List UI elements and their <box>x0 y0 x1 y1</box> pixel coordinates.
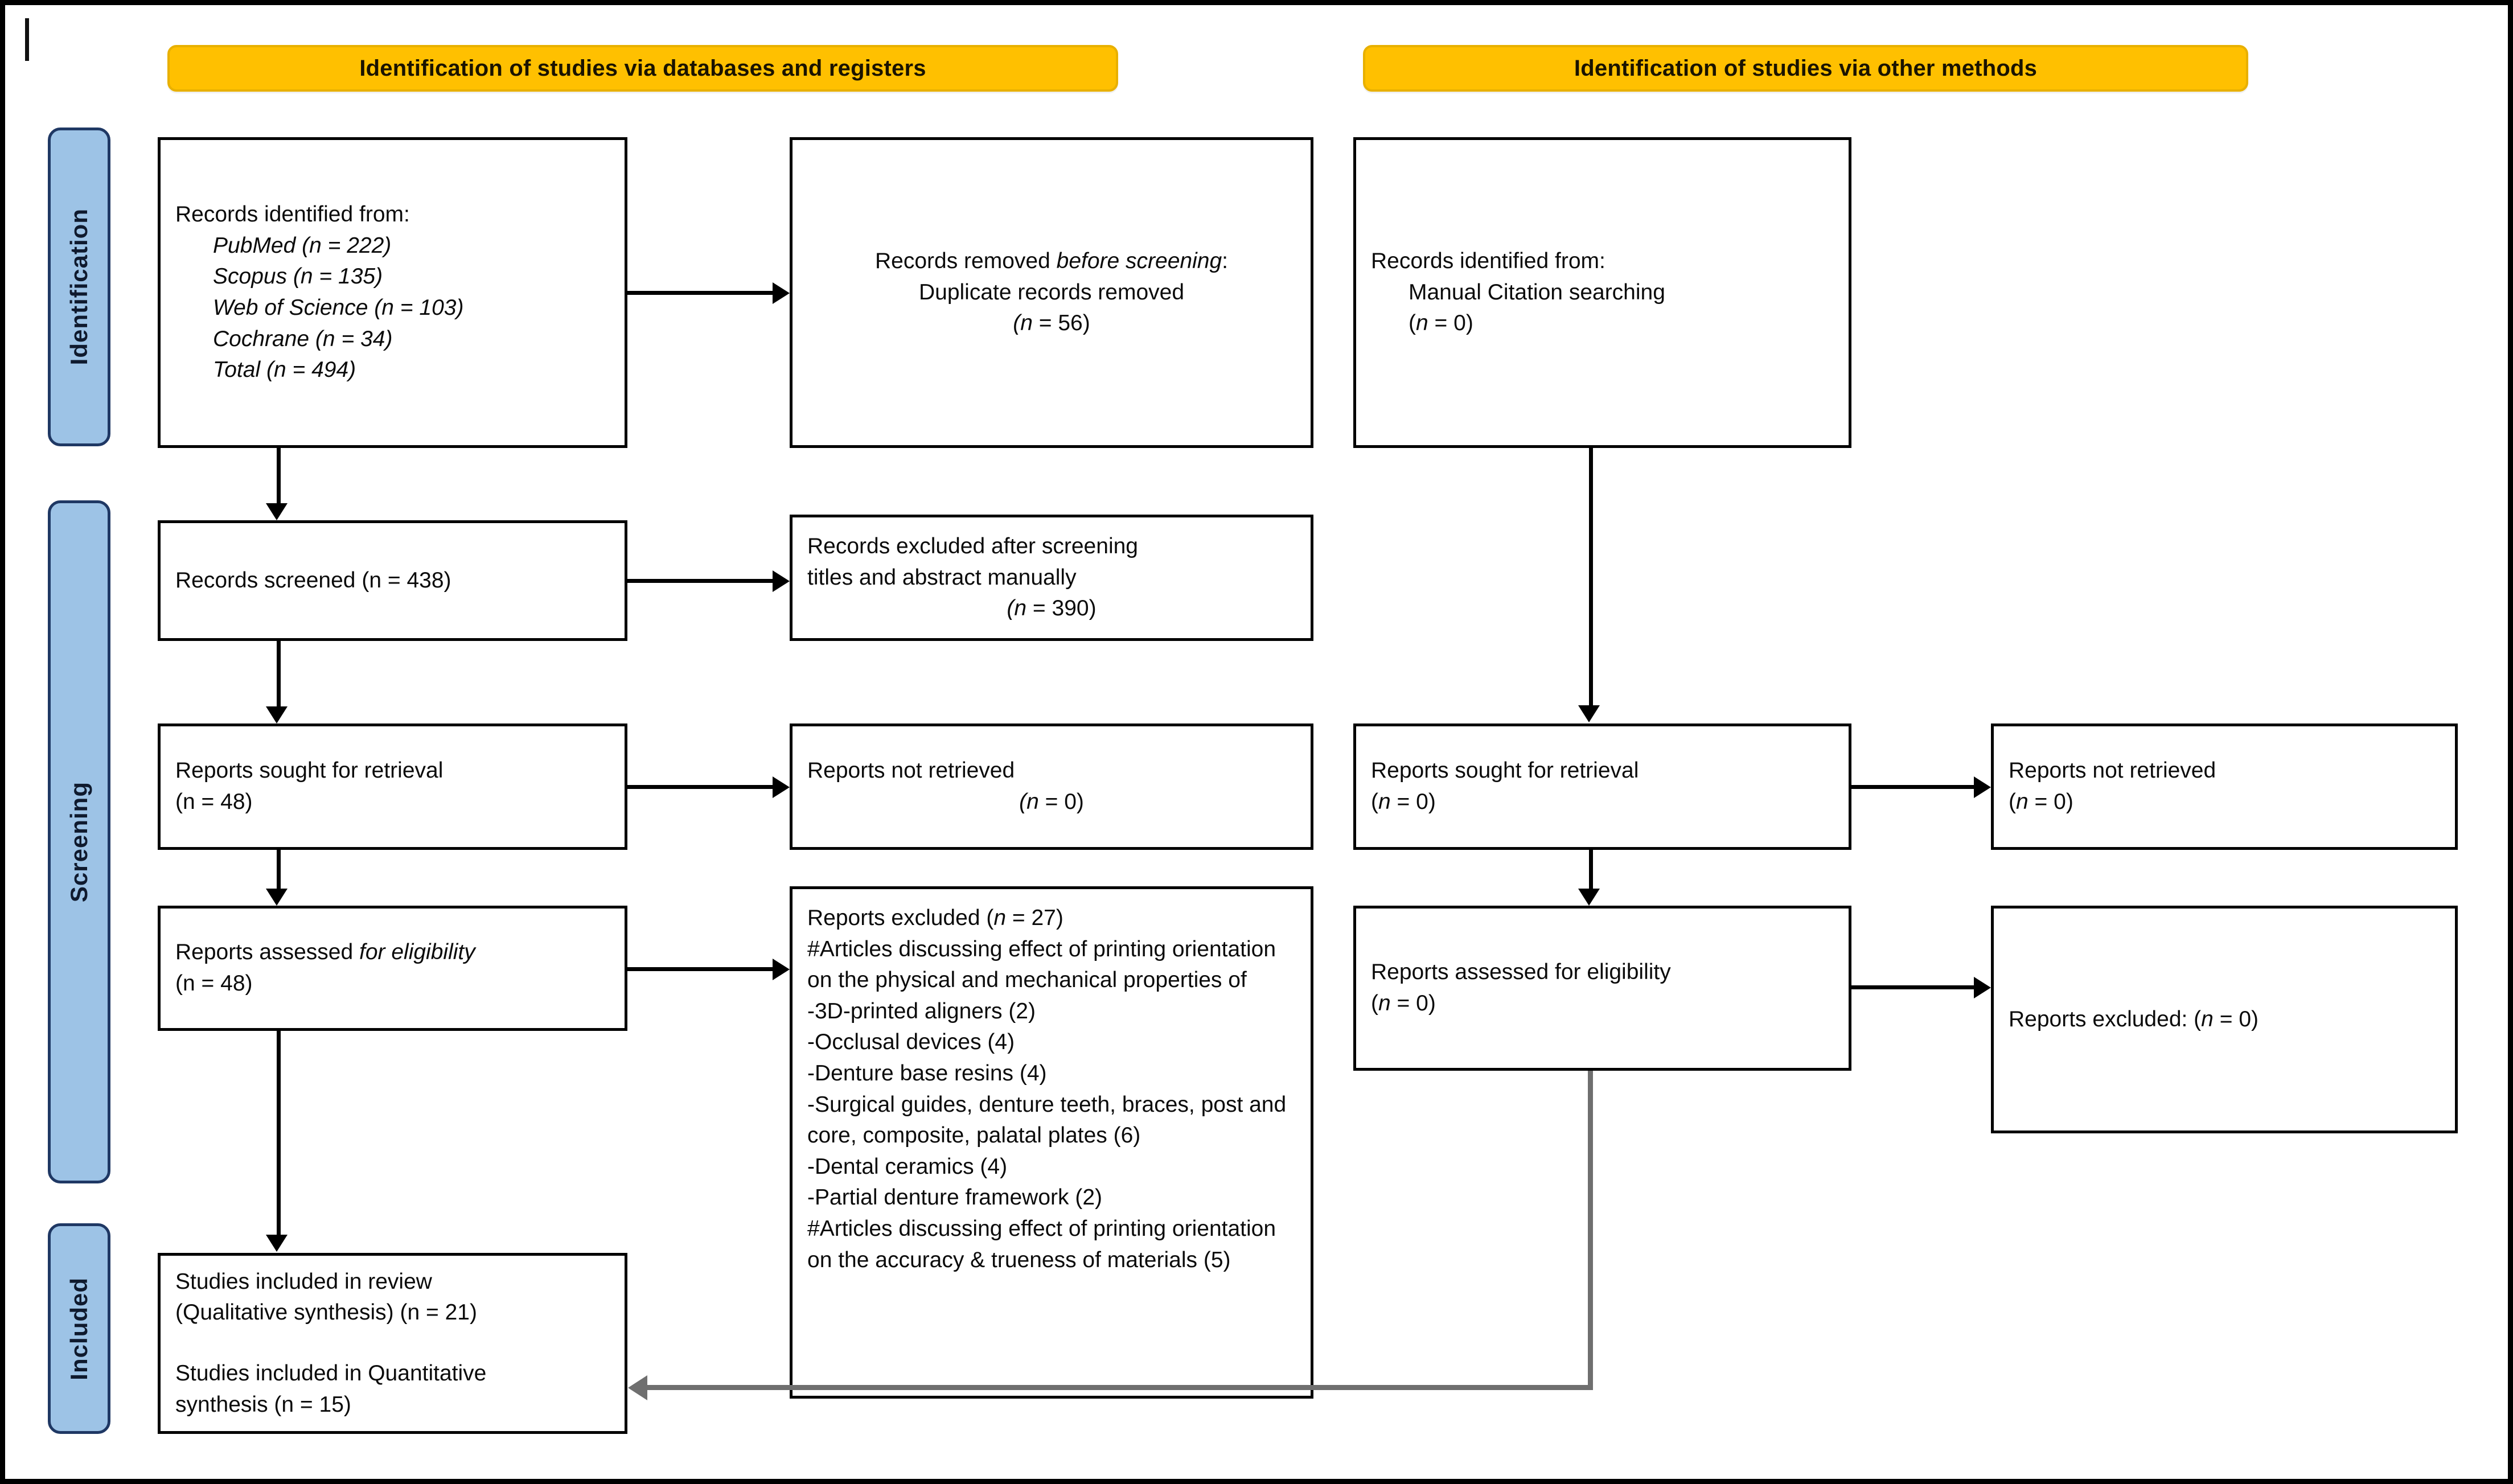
excluded-item-occlusal-devices: -Occlusal devices (4) <box>807 1030 1015 1055</box>
arrowhead-screened-to-excluded <box>773 570 790 592</box>
studies-included-line1: Studies included in review <box>175 1269 432 1294</box>
connector-right-identified-to-sought <box>1589 448 1593 705</box>
arrowhead-right-assessed-to-excluded <box>1974 977 1991 998</box>
records-excluded-line3: (n = 390) <box>1007 596 1097 621</box>
studies-included-line2: (Qualitative synthesis) (n = 21) <box>175 1300 477 1325</box>
right-source-manual-citation: Manual Citation searching <box>1409 279 1665 305</box>
connector-identified-to-screened <box>277 448 281 503</box>
box-reports-sought-right: Reports sought for retrieval (n = 0) <box>1353 723 1851 850</box>
box-studies-included: Studies included in review (Qualitative … <box>158 1253 627 1434</box>
arrowhead-right-sought-to-not-retrieved <box>1974 776 1991 798</box>
reports-not-retrieved-left-line2: (n = 0) <box>1019 790 1084 814</box>
records-excluded-line1: Records excluded after screening <box>807 534 1138 559</box>
box-reports-excluded-right: Reports excluded: (n = 0) <box>1991 906 2458 1133</box>
connector-screened-to-sought <box>277 641 281 706</box>
stage-tab-included: Included <box>48 1223 110 1434</box>
reports-assessed-right-line2: (n = 0) <box>1371 991 1436 1016</box>
source-web-of-science: Web of Science (n = 103) <box>213 295 464 320</box>
arrowhead-sought-to-not-retrieved-left <box>773 776 790 798</box>
connector-assessed-to-excluded <box>627 967 773 971</box>
connector-return-to-included-grey <box>647 1385 1593 1390</box>
excluded-item-surgical-guides: -Surgical guides, denture teeth, braces,… <box>807 1092 1293 1148</box>
arrowhead-return-to-included-grey <box>628 1375 647 1400</box>
reports-sought-right-line1: Reports sought for retrieval <box>1371 758 1639 783</box>
records-excluded-line2: titles and abstract manually <box>807 565 1077 590</box>
studies-included-line3: Studies included in Quantitative <box>175 1361 487 1386</box>
reports-sought-right-line2: (n = 0) <box>1371 790 1436 814</box>
stage-tab-included-label: Included <box>65 1277 92 1380</box>
box-records-excluded-after-screening: Records excluded after screening titles … <box>790 515 1313 641</box>
arrowhead-right-sought-to-assessed <box>1578 889 1600 906</box>
arrowhead-identified-to-screened <box>266 503 288 520</box>
box-records-identified-other-methods: Records identified from: Manual Citation… <box>1353 137 1851 448</box>
source-total: Total (n = 494) <box>213 357 356 383</box>
connector-sought-to-assessed <box>277 850 281 889</box>
banner-other-methods: Identification of studies via other meth… <box>1363 45 2248 92</box>
excluded-item-aligners: -3D-printed aligners (2) <box>807 998 1036 1023</box>
connector-right-assessed-down-grey <box>1588 1071 1593 1390</box>
box-reports-assessed-left: Reports assessed for eligibility (n = 48… <box>158 906 627 1031</box>
arrowhead-screened-to-sought <box>266 706 288 723</box>
box-records-identified-databases: Records identified from: PubMed (n = 222… <box>158 137 627 448</box>
reports-excluded-group1-intro: #Articles discussing effect of printing … <box>807 936 1282 993</box>
reports-excluded-heading: Reports excluded (n = 27) <box>807 906 1063 930</box>
reports-assessed-left-line1: Reports assessed for eligibility <box>175 940 475 965</box>
reports-assessed-right-line1: Reports assessed for eligibility <box>1371 960 1671 985</box>
excluded-item-dental-ceramics: -Dental ceramics (4) <box>807 1154 1008 1179</box>
records-screened-line: Records screened (n = 438) <box>175 568 451 593</box>
connector-right-assessed-to-excluded <box>1851 985 1974 989</box>
reports-not-retrieved-right-line2: (n = 0) <box>2009 790 2073 814</box>
box-records-screened: Records screened (n = 438) <box>158 520 627 641</box>
box-reports-sought-left: Reports sought for retrieval (n = 48) <box>158 723 627 850</box>
connector-right-sought-to-assessed <box>1589 850 1593 889</box>
box-records-removed-before-screening: Records removed before screening: Duplic… <box>790 137 1313 448</box>
reports-not-retrieved-left-line1: Reports not retrieved <box>807 758 1015 783</box>
box-reports-assessed-right: Reports assessed for eligibility (n = 0) <box>1353 906 1851 1071</box>
reports-excluded-right-line1: Reports excluded: (n = 0) <box>2009 1006 2259 1031</box>
source-cochrane: Cochrane (n = 34) <box>213 326 393 351</box>
studies-included-line4: synthesis (n = 15) <box>175 1392 351 1417</box>
reports-assessed-left-line2: (n = 48) <box>175 971 253 996</box>
banner-databases-label: Identification of studies via databases … <box>359 55 926 81</box>
arrowhead-assessed-to-excluded <box>773 959 790 980</box>
source-pubmed: PubMed (n = 222) <box>213 233 392 258</box>
stage-tab-screening: Screening <box>48 500 110 1183</box>
banner-other-methods-label: Identification of studies via other meth… <box>1574 55 2038 81</box>
arrowhead-assessed-to-included <box>266 1235 288 1252</box>
right-records-identified-heading: Records identified from: <box>1371 249 1605 274</box>
connector-sought-to-not-retrieved-left <box>627 785 773 789</box>
box-reports-not-retrieved-right: Reports not retrieved (n = 0) <box>1991 723 2458 850</box>
reports-excluded-group2-intro: #Articles discussing effect of printing … <box>807 1216 1282 1272</box>
included-spacer <box>175 1329 610 1358</box>
records-removed-line2: Duplicate records removed <box>918 279 1185 305</box>
excluded-item-partial-denture-framework: -Partial denture framework (2) <box>807 1185 1103 1210</box>
reports-sought-left-line1: Reports sought for retrieval <box>175 758 444 783</box>
records-identified-heading: Records identified from: <box>175 202 410 227</box>
reports-not-retrieved-right-line1: Reports not retrieved <box>2009 758 2216 783</box>
box-reports-not-retrieved-left: Reports not retrieved (n = 0) <box>790 723 1313 850</box>
connector-screened-to-excluded <box>627 579 773 583</box>
arrowhead-identified-to-removed <box>773 282 790 304</box>
right-source-count: (n = 0) <box>1409 311 1473 336</box>
connector-right-sought-to-not-retrieved <box>1851 785 1974 789</box>
margin-tick-mark <box>25 18 29 61</box>
arrowhead-right-identified-to-sought <box>1578 705 1600 722</box>
records-removed-line3: (n = 56) <box>1013 311 1090 336</box>
records-removed-line1: Records removed before screening: <box>874 249 1228 274</box>
reports-sought-left-line2: (n = 48) <box>175 790 253 814</box>
stage-tab-identification: Identification <box>48 128 110 446</box>
box-reports-excluded-detailed: Reports excluded (n = 27) #Articles disc… <box>790 886 1313 1399</box>
excluded-item-denture-base-resins: -Denture base resins (4) <box>807 1060 1047 1086</box>
arrowhead-sought-to-assessed <box>266 889 288 906</box>
source-scopus: Scopus (n = 135) <box>213 264 383 289</box>
connector-assessed-to-included <box>277 1031 281 1235</box>
stage-tab-identification-label: Identification <box>65 208 92 365</box>
stage-tab-screening-label: Screening <box>65 781 92 903</box>
banner-databases-and-registers: Identification of studies via databases … <box>167 45 1118 92</box>
connector-identified-to-removed <box>627 291 773 295</box>
